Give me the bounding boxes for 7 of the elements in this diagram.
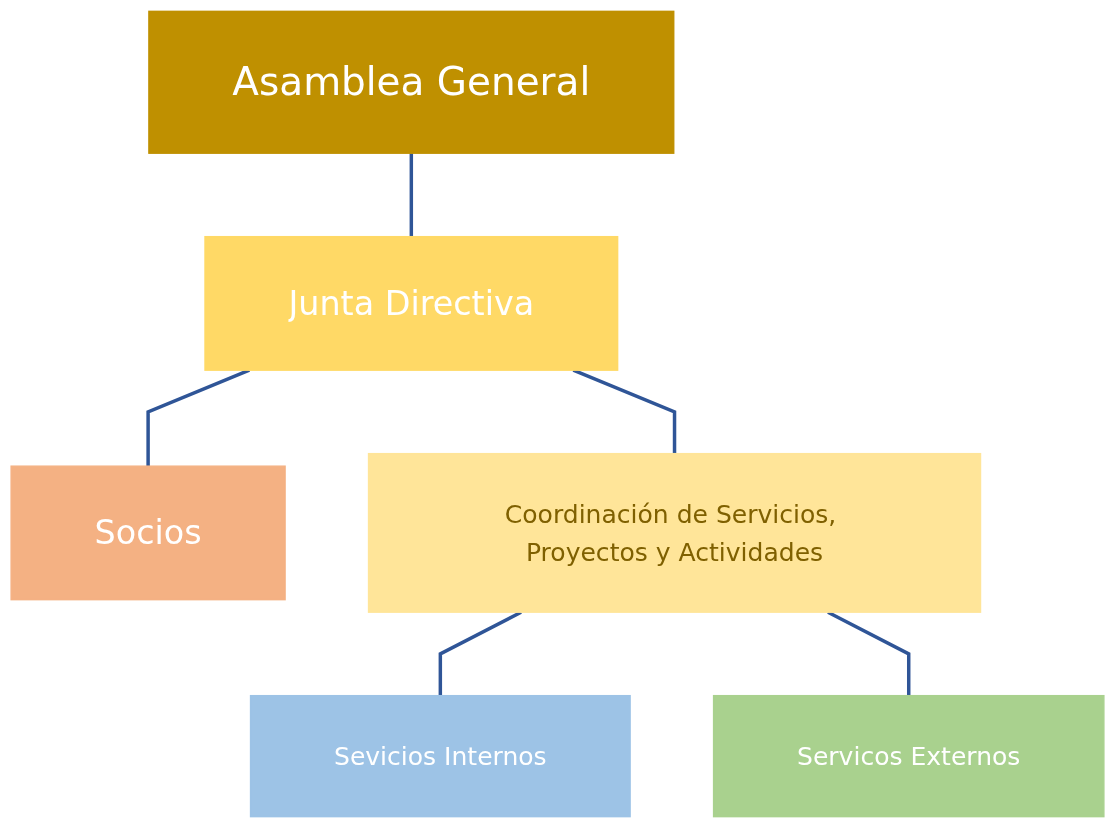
node-box: Sevicios Internos: [249, 694, 631, 818]
node-box: Servicos Externos: [712, 694, 1105, 818]
node-box: Asamblea General: [148, 10, 675, 154]
node-box: Coordinación de Servicios, Proyectos y Actividades: [367, 452, 982, 613]
connector: [409, 153, 414, 237]
node-box: Junta Directiva: [204, 235, 619, 371]
node-box: Socios: [10, 465, 286, 601]
